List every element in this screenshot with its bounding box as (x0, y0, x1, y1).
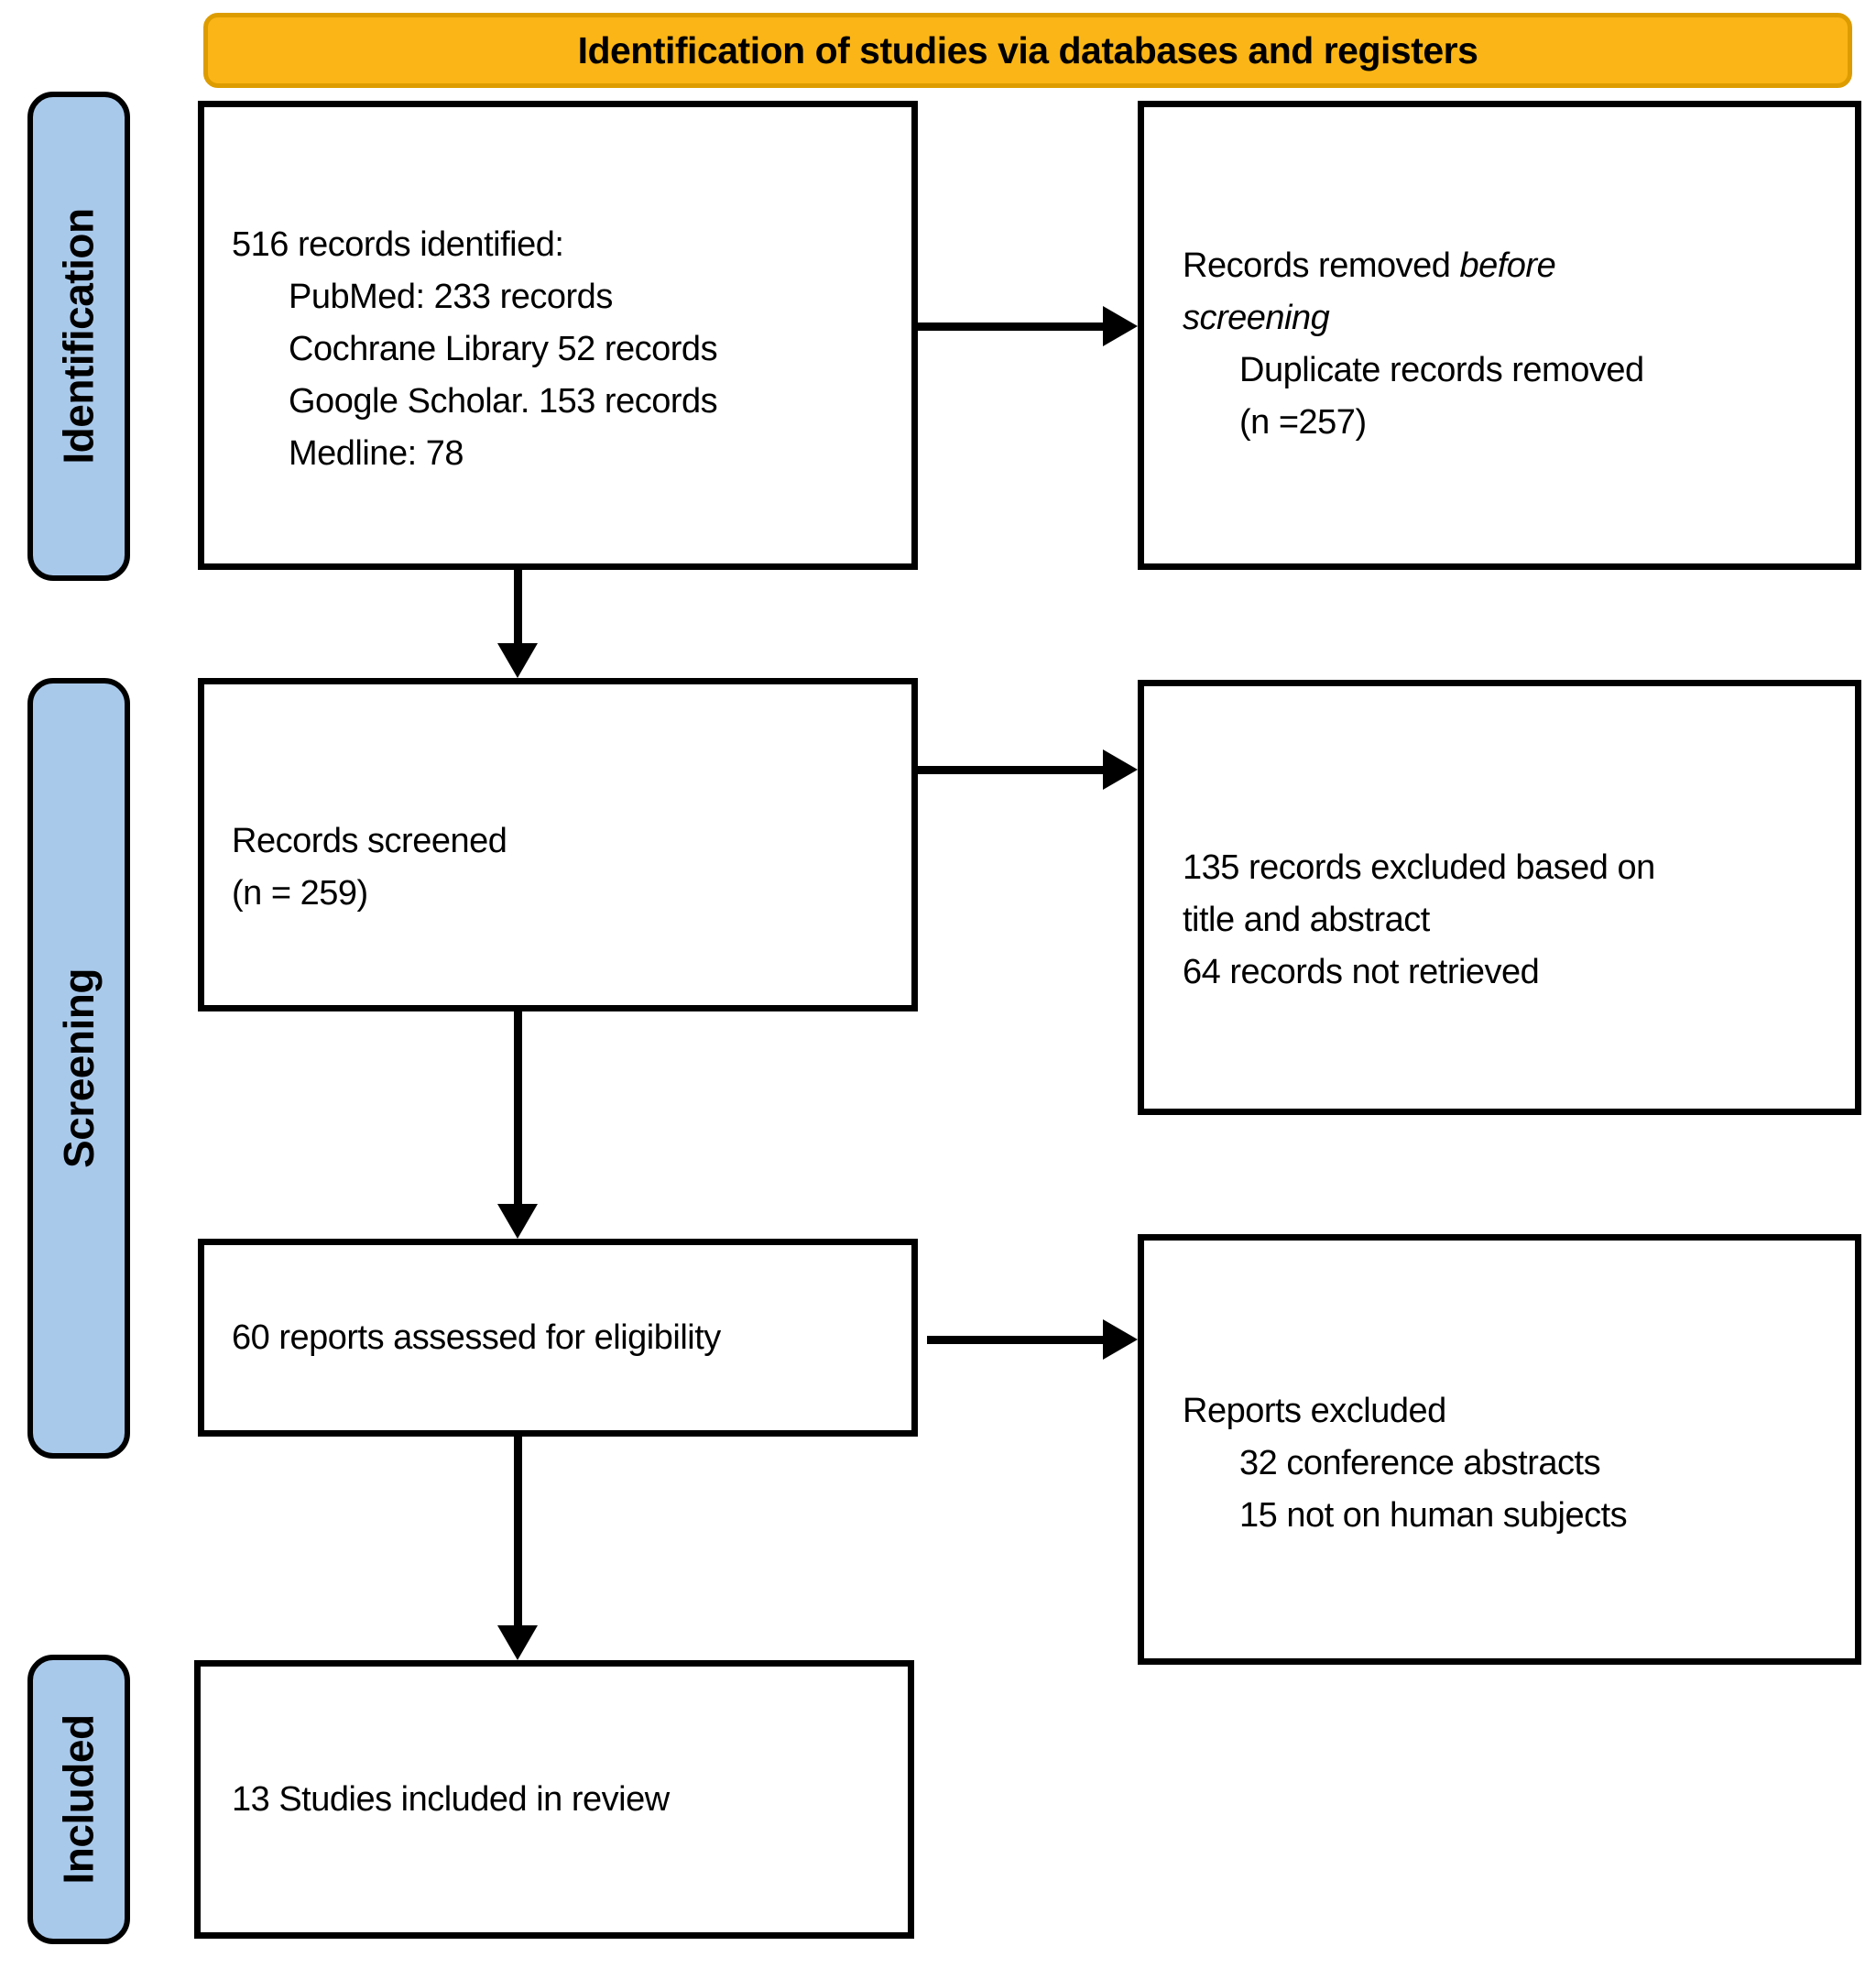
stage-label-identification-text: Identification (55, 208, 104, 465)
arrow-assessed-to-excluded-shaft (927, 1336, 1105, 1344)
stage-label-screening-text: Screening (55, 968, 104, 1168)
arrow-assessed-to-included-shaft (514, 1437, 522, 1627)
records-removed-heading: Records removed before screening (1183, 240, 1641, 344)
arrow-identified-to-screened-head (497, 643, 538, 678)
box-records-excluded: 135 records excluded based on title and … (1138, 680, 1861, 1115)
records-screened-count: (n = 259) (232, 874, 368, 913)
records-identified-cochrane: Cochrane Library 52 records (289, 329, 718, 368)
records-removed-heading-italic: before screening (1183, 246, 1556, 337)
records-not-retrieved: 64 records not retrieved (1183, 953, 1540, 991)
arrow-assessed-to-excluded-head (1103, 1319, 1138, 1360)
records-removed-duplicates: Duplicate records removed (1239, 351, 1644, 389)
reports-assessed-label: 60 reports assessed for eligibility (232, 1317, 721, 1357)
title-banner-label: Identification of studies via databases … (577, 28, 1478, 71)
reports-excluded-heading: Reports excluded (1183, 1391, 1446, 1430)
box-reports-excluded: Reports excluded 32 conference abstracts… (1138, 1234, 1861, 1665)
stage-label-included-text: Included (55, 1714, 103, 1885)
records-identified-pubmed: PubMed: 233 records (289, 277, 613, 316)
arrow-screened-to-excluded-shaft (918, 766, 1105, 774)
title-banner: Identification of studies via databases … (203, 13, 1852, 88)
studies-included-label: 13 Studies included in review (232, 1779, 670, 1819)
records-identified-total: 516 records identified: (232, 224, 564, 264)
box-studies-included: 13 Studies included in review (194, 1660, 914, 1939)
stage-label-identification: Identification (27, 92, 130, 581)
stage-label-included: Included (27, 1655, 130, 1944)
records-screened-label: Records screened (232, 822, 507, 860)
stage-label-screening: Screening (27, 678, 130, 1459)
records-identified-google-scholar: Google Scholar. 153 records (289, 381, 718, 421)
arrow-screened-to-assessed-shaft (514, 1011, 522, 1206)
arrow-assessed-to-included-head (497, 1625, 538, 1660)
records-removed-count: (n =257) (1239, 403, 1367, 442)
records-removed-heading-normal: Records removed (1183, 246, 1460, 285)
box-records-identified: 516 records identified: PubMed: 233 reco… (198, 101, 918, 570)
box-reports-assessed: 60 reports assessed for eligibility (198, 1239, 918, 1437)
arrow-identified-to-removed-head (1103, 306, 1138, 346)
arrow-identified-to-removed-shaft (918, 323, 1105, 331)
records-excluded-title-abstract: 135 records excluded based on title and … (1183, 848, 1655, 939)
reports-excluded-conference-abstracts: 32 conference abstracts (1239, 1443, 1601, 1482)
arrow-identified-to-screened-shaft (514, 570, 522, 645)
records-identified-medline: Medline: 78 (289, 433, 464, 473)
reports-excluded-not-human: 15 not on human subjects (1239, 1495, 1628, 1535)
box-records-screened: Records screened (n = 259) (198, 678, 918, 1011)
box-records-removed-before-screening: Records removed before screening Duplica… (1138, 101, 1861, 570)
arrow-screened-to-excluded-head (1103, 749, 1138, 790)
arrow-screened-to-assessed-head (497, 1204, 538, 1239)
